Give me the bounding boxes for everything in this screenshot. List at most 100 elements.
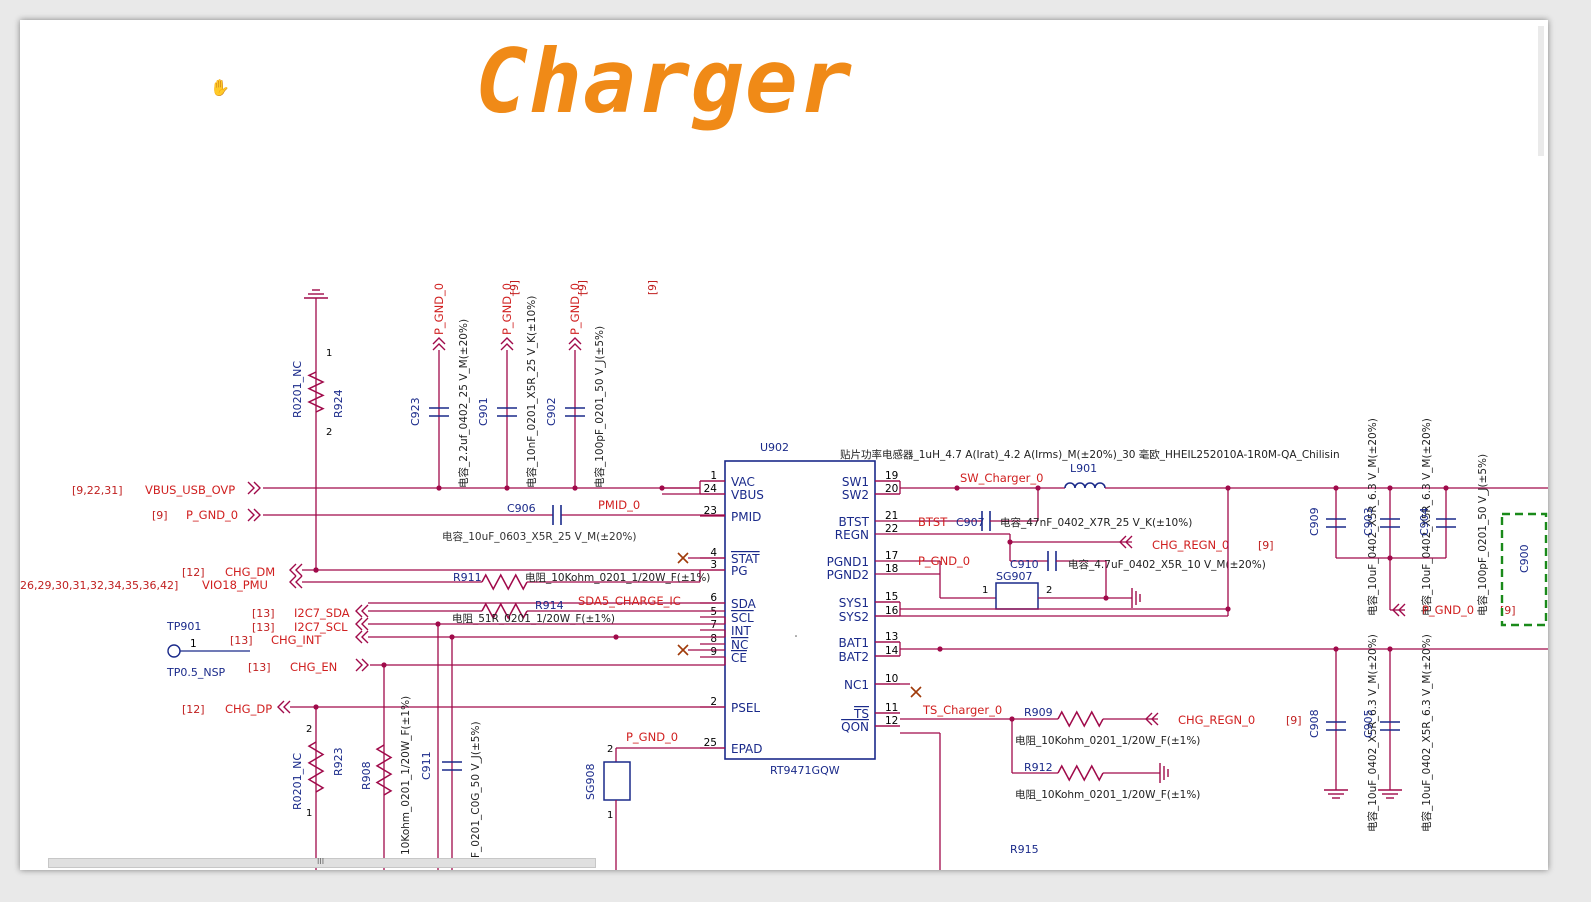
pin-number: 23 — [704, 505, 717, 517]
ref-bracket: [12] — [182, 703, 205, 716]
pin-number: 13 — [885, 631, 898, 643]
pin-number: 5 — [710, 606, 717, 618]
chevron-icon — [361, 604, 369, 618]
c910-ref: C910 — [1010, 558, 1039, 571]
junction-dot — [1387, 646, 1393, 652]
pin-number: 18 — [885, 563, 898, 575]
ref-bracket: [13] — [248, 661, 271, 674]
pin-name: PGND1 — [827, 555, 869, 569]
cap-value: 电容_100pF_0201_50 V_J(±5%) — [593, 326, 606, 488]
resistor-symbol — [375, 744, 393, 796]
pin-number: 2 — [306, 724, 312, 735]
cap-value: 电容_100pF_0201_50 V_J(±5%) — [1476, 454, 1489, 616]
r912-value: 电阻_10Kohm_0201_1/20W_F(±1%) — [1015, 788, 1200, 801]
chevron-icon — [355, 658, 363, 672]
cap-value: 电容_10nF_0201_X5R_25 V_K(±10%) — [525, 296, 538, 488]
net-port-icon — [500, 337, 514, 351]
net-label: CHG_EN — [290, 660, 337, 674]
sg908-ref: SG908 — [584, 763, 597, 800]
ground-icon — [1159, 763, 1169, 783]
chevron-icon — [1398, 603, 1406, 617]
ref-bracket: 26,29,30,31,32,34,35,36,42] — [20, 579, 178, 592]
page-title: Charger — [475, 30, 853, 133]
ref-bracket: [13] — [252, 621, 275, 634]
pin-number: 25 — [704, 737, 717, 749]
chevron-icon — [247, 481, 255, 495]
net-port-icon — [1145, 712, 1159, 726]
horizontal-scrollbar[interactable]: III — [48, 857, 596, 868]
vertical-scrollbar[interactable] — [1538, 26, 1544, 156]
ground-icon — [304, 289, 328, 299]
net-label: CHG_INT — [271, 633, 322, 647]
pin-number: 1 — [190, 638, 197, 650]
pin-name: CE — [731, 651, 747, 665]
ref-bracket: [9] — [509, 280, 521, 295]
net-label: SW_Charger_0 — [960, 471, 1043, 485]
chevron-icon — [355, 604, 363, 618]
ref-bracket: [9] — [577, 280, 589, 295]
c911-value: F_0201_C0G_50 V_J(±5%) — [470, 721, 482, 858]
net-label: VIO18_PMU — [202, 578, 268, 592]
pin-number: 17 — [885, 550, 898, 562]
net-port-icon — [277, 700, 291, 714]
net-port-icon — [1392, 603, 1406, 617]
l901-value: 贴片功率电感器_1uH_4.7 A(Irat)_4.2 A(Irms)_M(±2… — [840, 448, 1340, 461]
pin-name: INT — [731, 624, 752, 638]
ref-bracket: [13] — [230, 634, 253, 647]
ref-bracket: [9] — [152, 509, 168, 522]
net-label: P_GND_0 — [432, 283, 446, 335]
pin-number: 6 — [710, 592, 717, 604]
resistor-symbol — [481, 573, 528, 591]
net-label: P_GND_0 — [500, 283, 514, 335]
c907-ref: C907 — [956, 516, 985, 529]
chevron-icon — [432, 337, 446, 345]
pin-number: 1 — [710, 470, 717, 482]
ic-ref: U902 — [760, 441, 789, 454]
net-port-icon — [355, 630, 369, 644]
pin-number: 22 — [885, 523, 898, 535]
pin-name: PMID — [731, 510, 761, 524]
ref-bracket: [12] — [182, 566, 205, 579]
net-label: BTST — [918, 515, 948, 529]
ref-bracket: [9,22,31] — [72, 484, 123, 497]
scroll-grip[interactable]: III — [317, 857, 325, 866]
junction-dot — [1103, 595, 1109, 601]
net-label: I2C7_SDA — [294, 606, 350, 620]
net-label: PMID_0 — [598, 498, 640, 512]
pin-name: BTST — [838, 515, 869, 529]
pin-name: STAT — [731, 552, 760, 566]
junction-dot — [1443, 485, 1449, 491]
pin-name: SYS2 — [839, 610, 869, 624]
net-port-icon — [355, 604, 369, 618]
pin-number: 24 — [704, 483, 718, 495]
junction-dot — [1225, 485, 1231, 491]
pin-name: SDA — [731, 597, 757, 611]
c906-ref: C906 — [507, 502, 536, 515]
cap-ref: C908 — [1308, 709, 1321, 738]
ic-body — [724, 460, 876, 760]
no-connect-icon — [677, 552, 689, 564]
net-port-icon — [355, 617, 369, 631]
c907-value: 电容_47nF_0402_X7R_25 V_K(±10%) — [1000, 516, 1192, 529]
junction-dot — [1387, 485, 1393, 491]
pin-number: 11 — [885, 702, 898, 714]
pin-name: VAC — [731, 475, 755, 489]
r914-ref: R914 — [535, 599, 564, 612]
chevron-icon — [355, 617, 363, 631]
chevron-icon — [361, 658, 369, 672]
pin-number: 9 — [710, 646, 717, 658]
ref-bracket: [9] — [1500, 604, 1516, 617]
pin-name: VBUS — [731, 488, 764, 502]
pin-number: 2 — [607, 744, 613, 755]
chevron-icon — [500, 337, 514, 345]
junction-dot — [1333, 646, 1339, 652]
pin-number: 2 — [326, 427, 332, 438]
net-label: P_GND_0 — [186, 508, 238, 522]
hand-cursor-icon: ✋ — [210, 78, 230, 97]
net-port-icon — [247, 508, 261, 522]
net-label: CHG_REGN_0 — [1178, 713, 1255, 727]
chevron-icon — [361, 630, 369, 644]
r909-ref: R909 — [1024, 706, 1053, 719]
net-port-icon — [355, 658, 369, 672]
